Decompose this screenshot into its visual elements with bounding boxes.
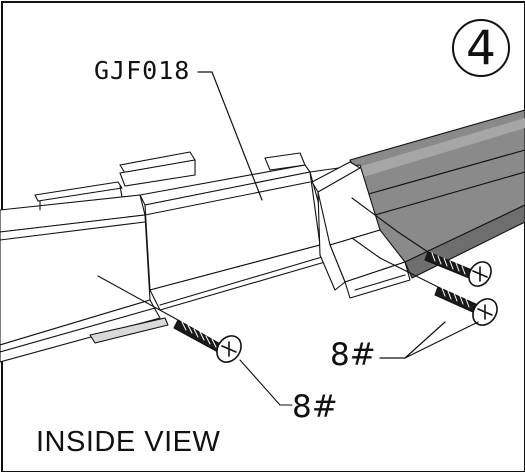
screw-size-label-left: 8# [292, 389, 338, 425]
connector-gjf018 [139, 152, 326, 311]
screw-right-upper [397, 231, 492, 287]
part-leader [197, 71, 263, 201]
screw-size-label-right: 8# [330, 337, 376, 373]
leader-lines [197, 71, 479, 359]
screw-right-lower [379, 257, 498, 326]
view-caption: INSIDE VIEW [36, 426, 221, 458]
part-code-label: GJF018 [94, 56, 191, 85]
screw-left [173, 319, 293, 406]
step-number-badge: 4 [452, 19, 510, 77]
right-bracket [309, 161, 411, 299]
left-profile [0, 151, 196, 363]
screw-leader-b [404, 321, 479, 359]
grey-rail [349, 109, 525, 279]
screw-leader-a [379, 321, 446, 359]
